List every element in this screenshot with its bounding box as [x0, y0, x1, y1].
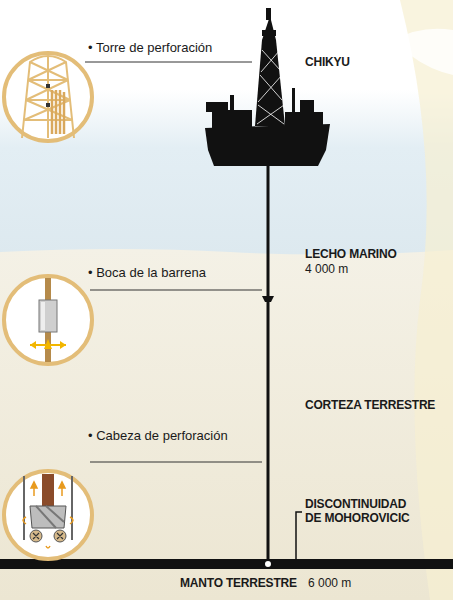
mantle-bar — [0, 559, 453, 569]
crust — [0, 249, 453, 600]
drill-head-inset — [4, 471, 92, 559]
drill-end — [264, 560, 272, 568]
drill-string — [267, 160, 270, 563]
drill-bit-joint — [262, 296, 274, 302]
layer-label: MANTO TERRESTRE — [180, 576, 297, 590]
moho-bracket — [296, 512, 302, 559]
callout-label: • Boca de la barrena — [88, 265, 206, 281]
tower-inset — [4, 53, 92, 141]
depth-label: 4 000 m — [305, 262, 348, 276]
ship-name: CHIKYU — [305, 55, 350, 69]
callout-label: • Torre de perforación — [88, 40, 212, 56]
callout-label: • Cabeza de perforación — [88, 428, 228, 444]
leader-lines — [85, 62, 262, 462]
derrick-lattice — [257, 50, 284, 124]
layer-label: DISCONTINUIDAD DE MOHOROVICIC — [305, 497, 417, 526]
ship-silhouette — [205, 8, 330, 166]
background-blob — [400, 0, 453, 600]
layer-label: CORTEZA TERRESTRE — [305, 398, 435, 412]
depth-label: 6 000 m — [308, 576, 351, 590]
bit-mouth-inset — [4, 276, 92, 364]
cloud — [395, 29, 453, 75]
layer-label: LECHO MARINO — [305, 247, 397, 261]
